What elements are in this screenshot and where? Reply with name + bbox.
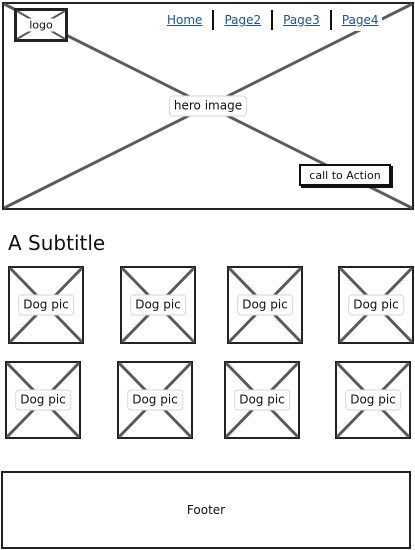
logo-label: logo [27,18,55,32]
nav-link-page3[interactable]: Page3 [280,9,323,31]
dog-pic-label: Dog pic [345,389,401,411]
dog-pic-label: Dog pic [348,294,404,316]
nav-link-home[interactable]: Home [164,9,206,31]
nav-divider [271,10,274,30]
section-subtitle: A Subtitle [8,231,106,255]
dog-pic-label: Dog pic [237,294,293,316]
dog-pic-placeholder[interactable]: Dog pic [338,266,414,344]
dog-pic-label: Dog pic [234,389,290,411]
dog-pic-placeholder[interactable]: Dog pic [5,361,81,439]
footer-label: Footer [186,503,226,517]
dog-pic-label: Dog pic [18,294,74,316]
dog-pic-placeholder[interactable]: Dog pic [117,361,193,439]
dog-pic-label: Dog pic [15,389,71,411]
dog-pic-label: Dog pic [127,389,183,411]
dog-pic-label: Dog pic [130,294,186,316]
dog-pic-placeholder[interactable]: Dog pic [224,361,300,439]
nav-link-page2[interactable]: Page2 [221,9,265,31]
dog-pic-placeholder[interactable]: Dog pic [120,266,196,344]
hero-image-label: hero image [168,95,248,117]
top-navigation: Home Page2 Page3 Page4 [164,9,382,31]
logo-placeholder[interactable]: logo [14,8,68,42]
nav-divider [329,10,332,30]
dog-pic-placeholder[interactable]: Dog pic [8,266,84,344]
call-to-action-button[interactable]: call to Action [299,164,391,186]
nav-link-page4[interactable]: Page4 [338,9,382,31]
footer: Footer [1,471,411,549]
dog-pic-placeholder[interactable]: Dog pic [227,266,303,344]
nav-divider [212,10,215,30]
dog-pic-placeholder[interactable]: Dog pic [335,361,411,439]
